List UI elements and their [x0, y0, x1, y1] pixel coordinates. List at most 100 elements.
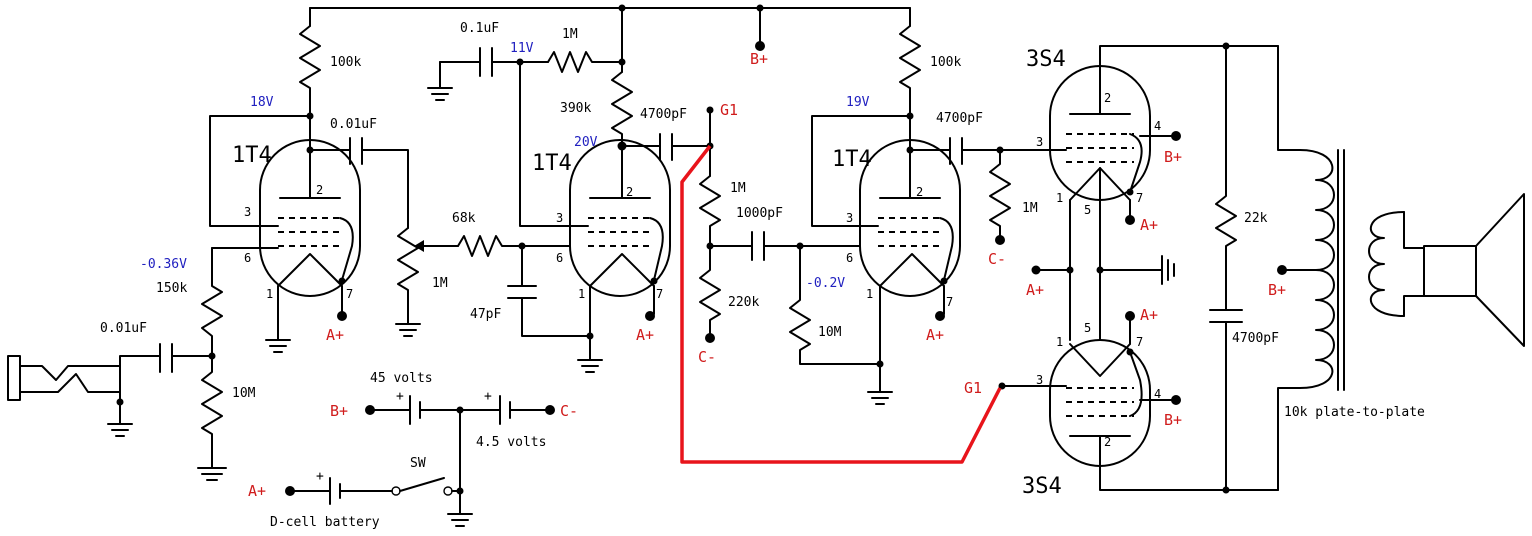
- battery-c: + C- 4.5 volts: [459, 389, 578, 450]
- v1-pin-6: 6: [244, 251, 251, 265]
- coupling-cap-2-label: 4700pF: [640, 107, 687, 122]
- v4-pin-2: 2: [1104, 91, 1111, 105]
- v2-type-label: 1T4: [532, 151, 572, 176]
- v3-cminus-label: C-: [988, 250, 1006, 268]
- coupling-cap-4-label: 4700pF: [936, 111, 983, 126]
- transformer-label: 10k plate-to-plate: [1284, 405, 1425, 420]
- v4-bplus-label: B+: [1164, 148, 1182, 166]
- v5-bplus-label: B+: [1164, 411, 1182, 429]
- v2-screen-voltage: 11V: [510, 41, 534, 56]
- screen-resistor-label: 1M: [562, 27, 578, 42]
- v5-pin-3: 3: [1036, 373, 1043, 387]
- v3-plate-network: 100k 19V 4700pF 1M C-: [846, 25, 1059, 268]
- v1-plate-voltage: 18V: [250, 95, 274, 110]
- v5-pin-7: 7: [1136, 335, 1143, 349]
- v4-pin-3: 3: [1036, 135, 1043, 149]
- plate-feedback: 22k 4700pF: [1209, 45, 1279, 491]
- split-bottom-resistor-label: 220k: [728, 295, 759, 310]
- v1-grid-voltage: -0.36V: [140, 257, 187, 272]
- tube-v1: 1T4 2 3 6 1 7 A+: [209, 115, 361, 353]
- coupling-cap-3-label: 1000pF: [736, 206, 783, 221]
- input-jack: [7, 355, 133, 437]
- tube-v2: 1T4 2 3 6 1 7 A+: [519, 61, 671, 373]
- g1-top-label: G1: [720, 101, 738, 119]
- v4-pin-1: 1: [1056, 191, 1063, 205]
- v5-pin-2: 2: [1104, 435, 1111, 449]
- v4-pin-4: 4: [1154, 119, 1161, 133]
- v2-pin-7: 7: [656, 287, 663, 301]
- v4-type-label: 3S4: [1026, 47, 1066, 72]
- v1-type-label: 1T4: [232, 143, 272, 168]
- b-plus-top-label: B+: [750, 50, 768, 68]
- plate-resistor-1-label: 100k: [330, 55, 361, 70]
- battery-b: B+ + 45 volts: [330, 371, 464, 425]
- v1-aplus-label: A+: [326, 326, 344, 344]
- volume-pot: 1M 68k 47pF: [395, 211, 593, 337]
- v5-aplus-label: A+: [1140, 306, 1158, 324]
- output-center: A+: [1026, 255, 1175, 299]
- plate-resistor-3-label: 100k: [930, 55, 961, 70]
- battery-b-plus-sign: +: [396, 389, 404, 404]
- v3-type-label: 1T4: [832, 147, 872, 172]
- v1-pin-2: 2: [316, 183, 323, 197]
- stopper-cap-label: 47pF: [470, 307, 501, 322]
- v4-aplus-label: A+: [1140, 216, 1158, 234]
- v3-grid-voltage: -0.2V: [806, 276, 845, 291]
- grid-resistor-4-label: 1M: [1022, 201, 1038, 216]
- g1-bottom-label: G1: [964, 379, 982, 397]
- transformer-bplus-label: B+: [1268, 281, 1286, 299]
- v1-pin-7: 7: [346, 287, 353, 301]
- battery-c-plus-sign: +: [484, 389, 492, 404]
- plate-resistor-2-label: 390k: [560, 101, 591, 116]
- b-plus-rail: B+: [309, 4, 911, 73]
- v3-pin-7: 7: [946, 295, 953, 309]
- v1-pin-1: 1: [266, 287, 273, 301]
- phase-splitter: 1M 220k C- 1000pF 10M -0.2V: [698, 175, 881, 366]
- v3-aplus-label: A+: [926, 326, 944, 344]
- v3-pin-1: 1: [866, 287, 873, 301]
- speaker-icon: [1423, 193, 1525, 347]
- v3-plate-voltage: 19V: [846, 95, 870, 110]
- grid-resistor-label: 10M: [232, 386, 256, 401]
- v5-pin-5: 5: [1084, 321, 1091, 335]
- battery-cminus-label: C-: [560, 402, 578, 420]
- switch-label: SW: [410, 456, 426, 471]
- v1-plate-network: 100k 18V 0.01uF: [250, 25, 409, 229]
- battery-b-label: 45 volts: [370, 371, 433, 386]
- coupling-cap-1-label: 0.01uF: [330, 117, 377, 132]
- grid-resistor-3-label: 10M: [818, 325, 842, 340]
- v4-pin-7: 7: [1136, 191, 1143, 205]
- center-aplus-label: A+: [1026, 281, 1044, 299]
- battery-bplus-label: B+: [330, 402, 348, 420]
- tube-v5: 3S4 1 5 7 3 4 2 G1 B+ A+: [964, 306, 1279, 499]
- v3-pin-6: 6: [846, 251, 853, 265]
- v2-pin-3: 3: [556, 211, 563, 225]
- feedback-cap-label: 4700pF: [1232, 331, 1279, 346]
- v4-pin-5: 5: [1084, 203, 1091, 217]
- battery-a-plus-sign: +: [316, 469, 324, 484]
- split-cminus-label: C-: [698, 348, 716, 366]
- screen-cap-label: 0.1uF: [460, 21, 499, 36]
- v5-pin-1: 1: [1056, 335, 1063, 349]
- tube-v3: 1T4 2 3 6 1 7 A+: [811, 115, 961, 405]
- v2-pin-1: 1: [578, 287, 585, 301]
- battery-a-switch: A+ + SW D-cell battery: [248, 409, 473, 530]
- v2-plate-voltage: 20V: [574, 135, 598, 150]
- battery-c-label: 4.5 volts: [476, 435, 546, 450]
- g1-jumper-wire: [680, 144, 1002, 464]
- v2-aplus-label: A+: [636, 326, 654, 344]
- stopper-resistor-label: 68k: [452, 211, 476, 226]
- bias-resistor-label: 150k: [156, 281, 187, 296]
- input-coupling: 0.01uF 10M 150k -0.36V: [100, 247, 256, 481]
- v3-pin-3: 3: [846, 211, 853, 225]
- v5-pin-4: 4: [1154, 387, 1161, 401]
- v3-pin-2: 2: [916, 185, 923, 199]
- volume-pot-label: 1M: [432, 276, 448, 291]
- battery-aplus-label: A+: [248, 482, 266, 500]
- v2-plate-network: 0.1uF 11V 1M 390k 20V 4700pF G1: [427, 21, 738, 177]
- v2-pin-6: 6: [556, 251, 563, 265]
- battery-a-label: D-cell battery: [270, 515, 380, 530]
- v2-pin-2: 2: [626, 185, 633, 199]
- input-cap-label: 0.01uF: [100, 321, 147, 336]
